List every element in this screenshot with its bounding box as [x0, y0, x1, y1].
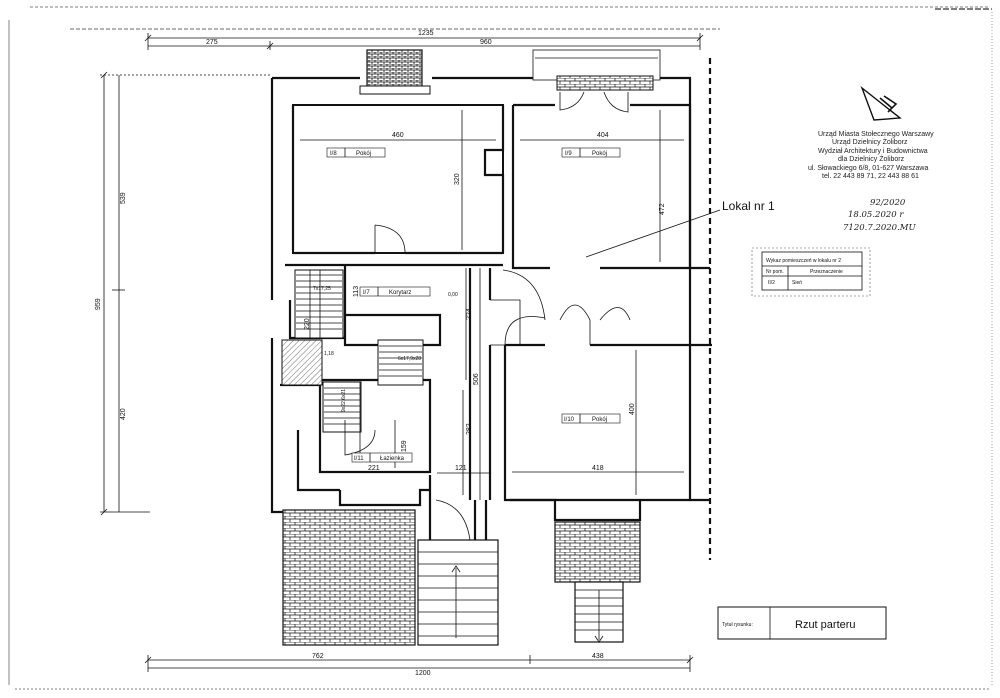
dim-bottom-total: 1200 — [415, 670, 431, 677]
chimney-left-base — [359, 85, 431, 95]
svg-text:Łazienka: Łazienka — [380, 456, 405, 462]
svg-text:I/9: I/9 — [565, 151, 572, 157]
dim-i8-height: 320 — [454, 173, 461, 185]
stair-middle-label: 6x17,9x28 — [398, 356, 421, 362]
left-dimensions — [100, 71, 270, 516]
svg-text:Przeznaczenie: Przeznaczenie — [810, 269, 843, 275]
svg-text:tel. 22 443 89 71, 22 443 88 6: tel. 22 443 89 71, 22 443 88 61 — [822, 173, 919, 180]
dim-i9-height: 472 — [659, 203, 666, 215]
lokal-label: Lokal nr 1 — [722, 199, 775, 213]
staircase-middle — [377, 339, 424, 386]
entry-stairs-right — [574, 581, 624, 643]
dim-top-right: 960 — [480, 39, 492, 46]
dim-bath-width: 221 — [368, 465, 380, 472]
svg-text:92/2020: 92/2020 — [870, 198, 906, 208]
svg-text:Rzut parteru: Rzut parteru — [795, 619, 856, 631]
bottom-dimensions — [144, 655, 694, 672]
title-block: Tytuł rysunku: Rzut parteru — [717, 606, 887, 640]
room-label-i11: I/11 Łazienka — [351, 452, 413, 463]
svg-text:ul. Słowackiego 6/8, 01-627 Wa: ul. Słowackiego 6/8, 01-627 Warszawa — [808, 165, 928, 172]
svg-text:I/10: I/10 — [564, 417, 575, 423]
stair-upper-label: 7x17,25 — [313, 286, 331, 292]
dim-stair-1-18: 1,18 — [324, 351, 334, 357]
dim-506: 506 — [473, 373, 480, 385]
dim-left-lower: 420 — [120, 408, 127, 420]
room-label-i9: I/9 Pokój — [561, 147, 621, 158]
level-0-00: 0,00 — [448, 292, 458, 298]
svg-text:7120.7.2020.MU: 7120.7.2020.MU — [843, 223, 916, 233]
svg-text:Wykaz pomieszczeń w lokalu nr: Wykaz pomieszczeń w lokalu nr 2 — [766, 258, 841, 264]
svg-text:18.05.2020 r: 18.05.2020 r — [848, 210, 904, 220]
staircase-upper — [294, 269, 344, 339]
stair-lower-label: 9x22,6x21 — [341, 389, 347, 412]
internal-dimension-lines — [300, 110, 684, 500]
dim-left-upper: 539 — [120, 192, 127, 204]
svg-text:I/11: I/11 — [354, 456, 364, 462]
walls — [270, 58, 712, 560]
chimney-left — [366, 49, 423, 87]
dim-bath-height: 159 — [401, 440, 408, 452]
svg-text:Nr pom.: Nr pom. — [766, 269, 784, 275]
dim-left-total: 959 — [95, 298, 102, 310]
door-swings — [344, 224, 631, 541]
dim-220: 220 — [304, 318, 311, 330]
top-dimensions — [144, 33, 704, 50]
dim-i10-height: 400 — [629, 403, 636, 415]
svg-text:Pokój: Pokój — [592, 151, 607, 157]
staircase-lower — [322, 381, 370, 461]
handwritten-notes: 92/2020 18.05.2020 r 7120.7.2020.MU — [843, 198, 916, 233]
top-right-window — [556, 75, 654, 91]
north-arrow-icon — [860, 85, 902, 121]
svg-text:II/2: II/2 — [768, 280, 775, 286]
entry-stairs-left — [417, 539, 499, 646]
svg-text:dla Dzielnicy Żoliborz: dla Dzielnicy Żoliborz — [838, 154, 905, 163]
room-label-i8: I/8 Pokój — [326, 147, 386, 158]
dim-282: 282 — [466, 423, 473, 435]
svg-text:Urząd Dzielnicy Żoliborz: Urząd Dzielnicy Żoliborz — [832, 137, 908, 146]
office-stamp: Urząd Miasta Stołecznego Warszawy Urząd … — [808, 131, 934, 180]
svg-text:Pokój: Pokój — [592, 417, 607, 423]
svg-text:Urząd Miasta Stołecznego Warsz: Urząd Miasta Stołecznego Warszawy — [818, 131, 934, 138]
porch-right — [554, 521, 641, 583]
double-door-top-swing — [559, 91, 629, 113]
dim-i9-width: 404 — [597, 132, 609, 139]
lokal-leader-line — [585, 209, 721, 258]
dim-bottom-left: 762 — [312, 653, 324, 660]
dim-i10-width: 418 — [592, 465, 604, 472]
svg-text:Sień: Sień — [792, 280, 802, 286]
dim-224: 224 — [466, 308, 473, 320]
room-label-i10: I/10 Pokój — [561, 413, 621, 424]
svg-text:Pokój: Pokój — [356, 151, 371, 157]
dim-i8-width: 460 — [392, 132, 404, 139]
svg-text:Wydział Architektury i Budowni: Wydział Architektury i Budownictwa — [818, 148, 928, 155]
dim-top-total: 1235 — [418, 30, 434, 37]
brick-terrace — [282, 509, 416, 646]
room-schedule-table: Wykaz pomieszczeń w lokalu nr 2 Nr pom. … — [751, 247, 871, 297]
svg-text:Korytarz: Korytarz — [389, 290, 411, 296]
svg-text:I/7: I/7 — [363, 290, 370, 296]
dim-corridor-width: 121 — [455, 465, 467, 472]
room-label-i7: I/7 Korytarz — [359, 286, 431, 297]
svg-text:I/8: I/8 — [330, 151, 337, 157]
dim-top-left: 275 — [206, 39, 218, 46]
dim-corridor-height: 113 — [353, 286, 360, 297]
svg-text:Tytuł rysunku:: Tytuł rysunku: — [722, 622, 753, 628]
stair-landing-hatched — [281, 339, 323, 386]
dim-bottom-right: 438 — [592, 653, 604, 660]
